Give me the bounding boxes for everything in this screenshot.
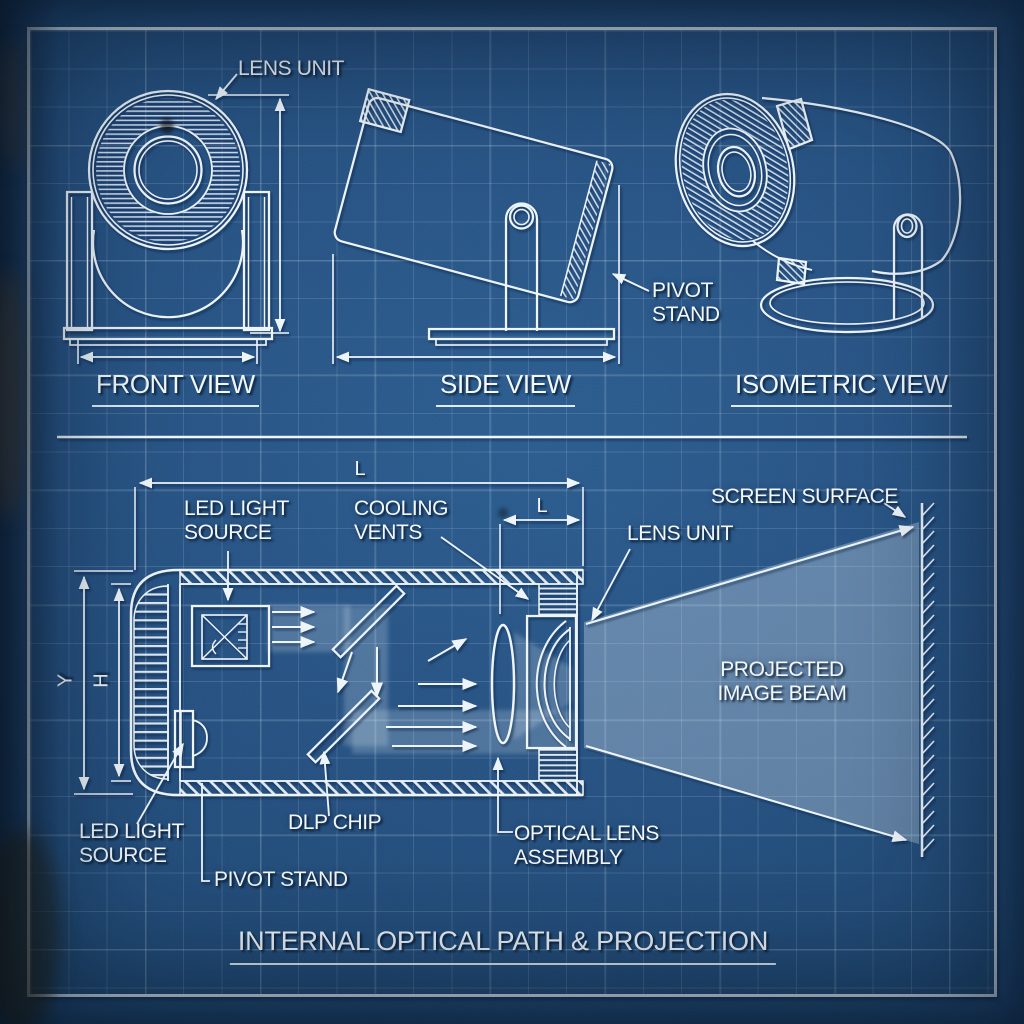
section-title: INTERNAL OPTICAL PATH & PROJECTION [229,926,777,965]
lens-assembly-drawing [490,570,578,795]
internal-diagram [74,477,907,882]
internal-dimensions [74,477,584,795]
led-light-source-label-bottom: LED LIGHT SOURCE [79,820,184,867]
led-source-box [190,604,271,668]
fold-mirror-lower [306,689,381,764]
side-view-drawing [332,87,650,364]
side-vent-iso [775,256,808,286]
side-view-title: SIDE VIEW [436,369,575,407]
screen-surface-label: SCREEN SURFACE [711,485,898,508]
cooling-vents-label: COOLING VENTS [354,497,449,544]
lens-unit-label-top: LENS UNIT [238,57,345,80]
iso-lens-hatch [681,99,789,241]
front-view-drawing [62,73,289,364]
light-path-arrows [272,606,478,752]
pivot-stand-leader [611,273,650,292]
led-light-source-label-top: LED LIGHT SOURCE [184,497,289,544]
dim-label-length: L [354,458,366,480]
dim-label-overall-height: Y [54,673,77,688]
dim-label-body-height: H [90,673,113,688]
isometric-view-title: ISOMETRIC VIEW [731,369,952,407]
rear-vent-hatch [560,160,611,300]
optical-lens-assembly-label: OPTICAL LENS ASSEMBLY [514,822,659,869]
lens-unit-leader [215,73,238,101]
dim-label-lens-length: L [536,495,548,517]
screen-wall [920,502,935,857]
front-view-title: FRONT VIEW [92,369,259,407]
projected-image-beam-label: PROJECTED IMAGE BEAM [717,658,847,705]
focus-knob-iso [775,97,814,151]
front-lens-hatch [96,98,241,242]
lens-unit-label-internal: LENS UNIT [627,522,734,545]
line-art [57,73,967,882]
heatsink-fins [133,585,169,780]
isometric-view-drawing [674,92,962,334]
led-source-lower [173,709,208,769]
pivot-stand-label-internal: PIVOT STAND [214,868,348,891]
label-leaders [136,502,907,882]
light-beams [268,522,919,844]
projection-beam-fill [584,522,919,844]
pivot-stand-label-side: PIVOT STAND [652,279,720,326]
dlp-chip-label: DLP CHIP [288,811,382,834]
beam-edge-arrows [585,525,915,842]
base-ring [759,276,935,334]
fold-mirror-upper [331,584,406,659]
